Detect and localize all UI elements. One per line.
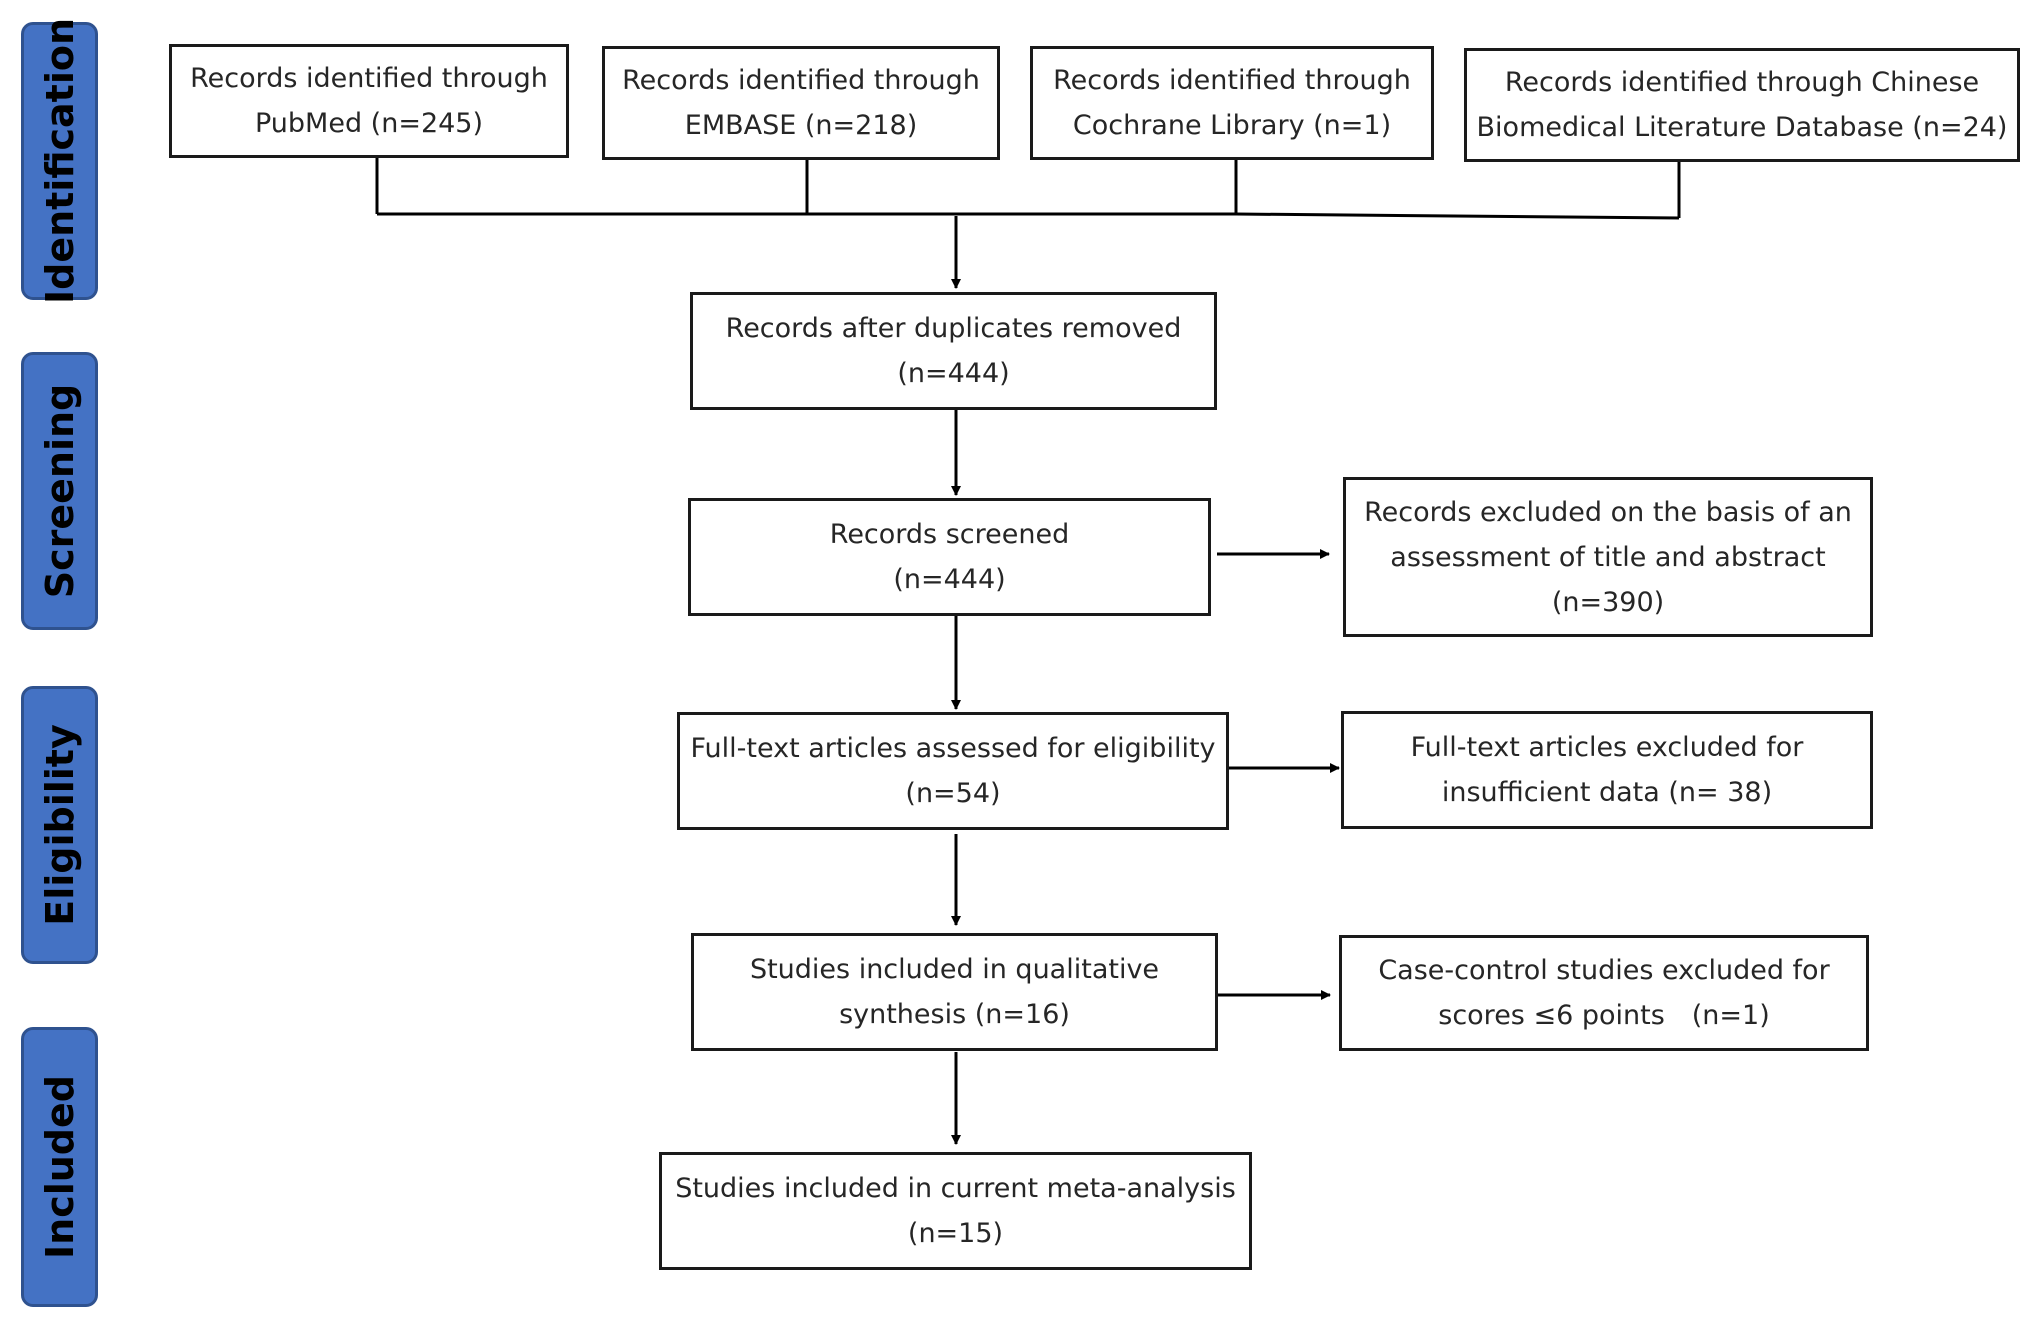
box-duplicates-removed: Records after duplicates removed (n=444) — [690, 292, 1217, 410]
box-qualitative-synthesis-line-1: Studies included in qualitative — [749, 954, 1160, 985]
box-fulltext-assessed-line-2: (n=54) — [905, 778, 1001, 809]
box-fulltext-excluded-line-2: insufficient data (n= 38) — [1441, 777, 1773, 808]
stage-eligibility: Eligibility — [21, 686, 98, 964]
box-excluded-title-abstract-line-1: Records excluded on the basis of an — [1364, 496, 1852, 528]
box-records-screened: Records screened (n=444) — [688, 498, 1211, 616]
box-fulltext-excluded-line-1: Full-text articles excluded for — [1410, 732, 1804, 763]
connector-merge-line — [377, 212, 1680, 220]
box-excluded-title-abstract-line-3: (n=390) — [1551, 586, 1665, 618]
box-case-control-excluded-line-2: scores ≤6 points (n=1) — [1438, 1000, 1770, 1031]
box-meta-analysis: Studies included in current meta-analysi… — [659, 1152, 1252, 1270]
box-case-control-excluded: Case-control studies excluded for scores… — [1339, 935, 1869, 1051]
box-pubmed: Records identified through PubMed (n=245… — [169, 44, 569, 158]
box-records-screened-line-1: Records screened — [829, 519, 1070, 550]
stage-identification: Identification — [21, 18, 98, 304]
box-pubmed-line-1: Records identified through — [190, 63, 548, 94]
box-duplicates-removed-line-1: Records after duplicates removed — [725, 313, 1182, 344]
box-case-control-excluded-line-1: Case-control studies excluded for — [1378, 955, 1830, 986]
box-cochrane-line-1: Records identified through — [1053, 65, 1411, 96]
stage-screening-label: Screening — [37, 383, 82, 599]
stage-included: Included — [21, 1027, 98, 1307]
box-cbld-line-1: Records identified through Chinese — [1504, 67, 1980, 98]
box-fulltext-assessed-line-1: Full-text articles assessed for eligibil… — [690, 733, 1216, 764]
stage-included-label: Included — [37, 1075, 82, 1259]
box-excluded-title-abstract-line-2: assessment of title and abstract — [1390, 541, 1826, 573]
box-meta-analysis-line-1: Studies included in current meta-analysi… — [675, 1173, 1236, 1204]
stage-identification-label: Identification — [37, 17, 82, 305]
box-embase: Records identified through EMBASE (n=218… — [602, 46, 1000, 160]
box-fulltext-assessed: Full-text articles assessed for eligibil… — [677, 712, 1229, 830]
box-qualitative-synthesis: Studies included in qualitative synthesi… — [691, 933, 1218, 1051]
box-qualitative-synthesis-line-2: synthesis (n=16) — [839, 999, 1070, 1030]
stage-screening: Screening — [21, 352, 98, 630]
box-cochrane-line-2: Cochrane Library (n=1) — [1072, 110, 1392, 141]
box-embase-line-1: Records identified through — [622, 65, 980, 96]
box-fulltext-excluded: Full-text articles excluded for insuffic… — [1341, 711, 1873, 829]
box-embase-line-2: EMBASE (n=218) — [684, 110, 918, 141]
box-cochrane: Records identified through Cochrane Libr… — [1030, 46, 1434, 160]
box-cbld-line-2: Biomedical Literature Database (n=24) — [1476, 112, 2008, 143]
box-duplicates-removed-line-2: (n=444) — [897, 358, 1010, 389]
box-excluded-title-abstract: Records excluded on the basis of an asse… — [1343, 477, 1873, 637]
box-pubmed-line-2: PubMed (n=245) — [254, 108, 484, 139]
box-records-screened-line-2: (n=444) — [893, 564, 1006, 595]
box-meta-analysis-line-2: (n=15) — [907, 1218, 1004, 1249]
box-cbld: Records identified through Chinese Biome… — [1464, 48, 2020, 162]
stage-eligibility-label: Eligibility — [37, 724, 82, 926]
